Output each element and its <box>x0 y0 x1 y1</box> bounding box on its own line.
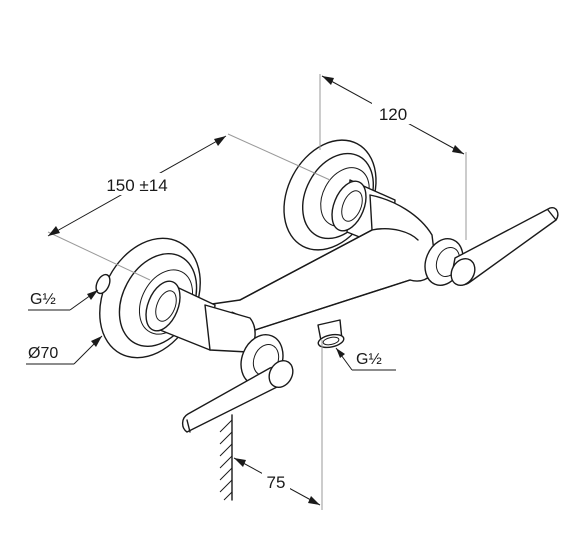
callout-rosette-diameter-label: Ø70 <box>28 345 58 362</box>
left-connector <box>145 280 256 353</box>
dimension-75-label: 75 <box>267 473 286 492</box>
dimension-120-label: 120 <box>379 105 407 124</box>
left-handle <box>181 334 294 433</box>
callout-outlet-bottom-label: G½ <box>356 351 382 368</box>
dimension-150-label: 150 ±14 <box>106 176 167 195</box>
dimension-120: 120 <box>319 74 467 240</box>
dimension-150: 150 ±14 <box>47 133 331 281</box>
callout-inlet-left-label: G½ <box>30 291 56 308</box>
wall-hatching <box>219 414 233 501</box>
callout-inlet-left: G½ <box>28 289 99 311</box>
dimension-75: 75 <box>233 340 323 510</box>
bottom-outlet <box>317 319 345 349</box>
callout-outlet-bottom: G½ <box>335 347 396 371</box>
left-inlet-stub <box>95 273 111 295</box>
callout-rosette-diameter: Ø70 <box>26 335 103 365</box>
right-handle <box>424 207 559 287</box>
